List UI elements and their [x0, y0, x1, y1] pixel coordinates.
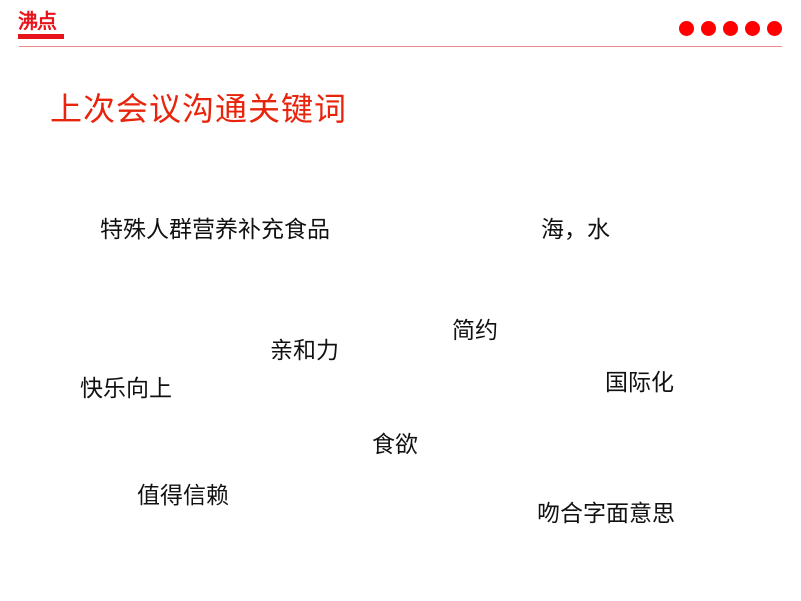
- logo-text: 沸点: [18, 9, 57, 33]
- keyword: 快乐向上: [80, 376, 172, 402]
- keyword: 海，水: [541, 217, 610, 243]
- dot-icon: [701, 21, 716, 36]
- dot-icon: [745, 21, 760, 36]
- logo-tagline-bar: [18, 34, 64, 39]
- keyword: 国际化: [605, 370, 674, 396]
- dot-icon: [723, 21, 738, 36]
- keyword: 特殊人群营养补充食品: [100, 217, 330, 243]
- dot-icon: [767, 21, 782, 36]
- keyword: 食欲: [372, 432, 418, 458]
- header-divider: [19, 46, 782, 47]
- keyword: 亲和力: [270, 338, 339, 364]
- keyword: 简约: [452, 318, 498, 344]
- keyword: 值得信赖: [137, 483, 229, 509]
- dot-icon: [679, 21, 694, 36]
- decorative-dots: [679, 21, 782, 36]
- brand-logo: 沸点: [18, 10, 66, 39]
- keyword: 吻合字面意思: [537, 501, 675, 527]
- slide-title: 上次会议沟通关键词: [50, 90, 348, 128]
